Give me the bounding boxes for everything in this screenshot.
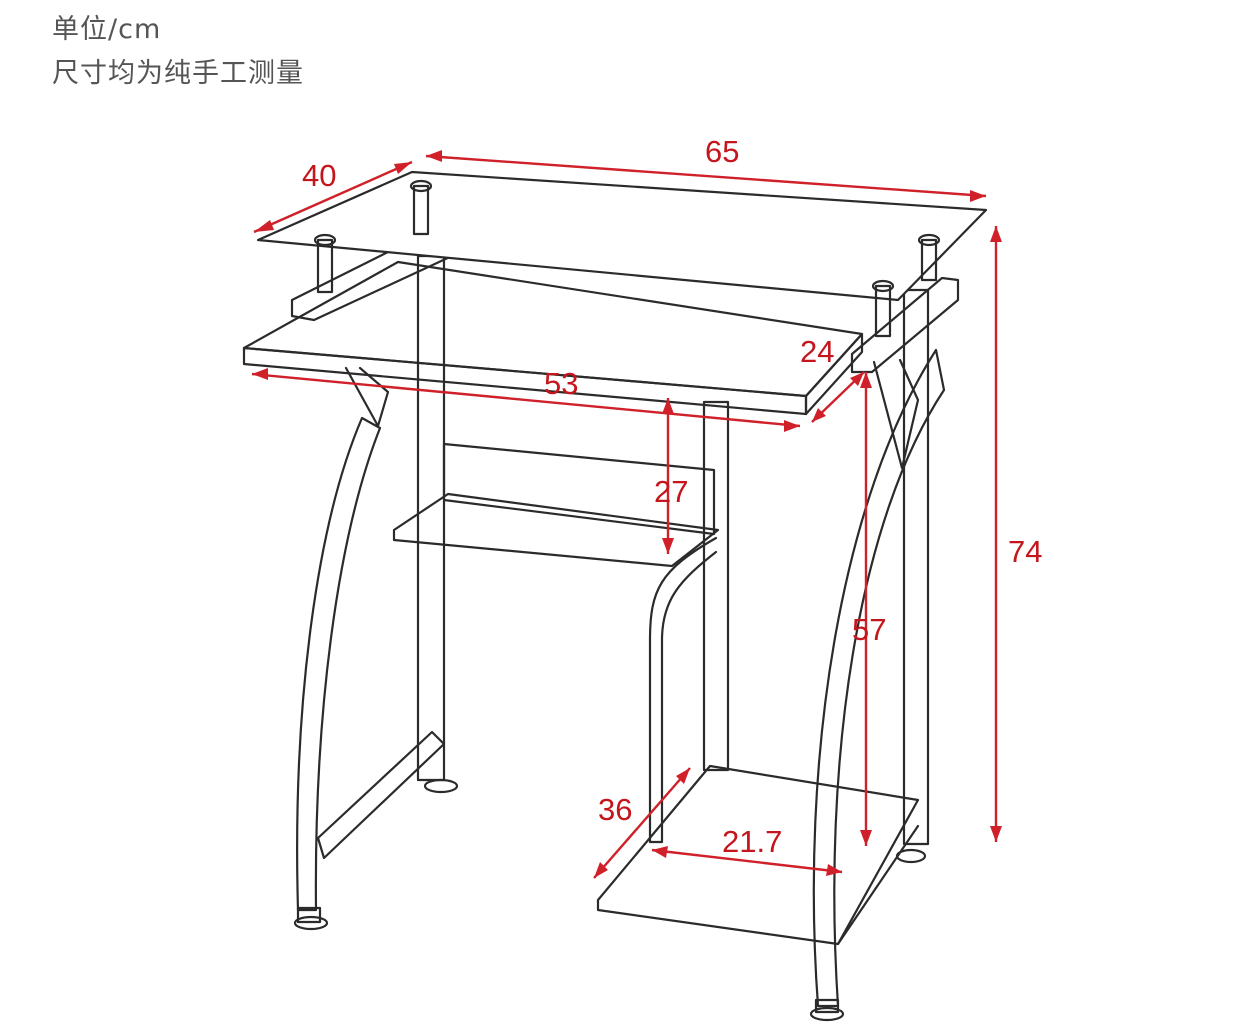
middle-post <box>702 400 730 772</box>
dim-height-total: 74 <box>1008 534 1042 569</box>
left-leg <box>296 416 382 912</box>
right-rear-leg <box>902 288 930 846</box>
keyboard-tray-edge <box>804 332 864 416</box>
cpu-support <box>648 536 718 844</box>
dim-keyboard-width: 53 <box>544 366 578 401</box>
dim-top-width: 65 <box>705 134 739 169</box>
dim-keyboard-depth: 24 <box>800 334 834 369</box>
dimension-lines <box>251 150 1002 879</box>
unit-label: 单位/cm <box>52 14 162 45</box>
bolts <box>313 179 941 338</box>
left-x-brace <box>344 366 390 428</box>
right-foot <box>814 998 840 1014</box>
right-x-brace <box>872 358 920 470</box>
left-post <box>416 254 446 782</box>
left-post-foot <box>423 778 459 794</box>
measurement-note: 尺寸均为纯手工测量 <box>52 58 304 89</box>
right-leg <box>812 348 946 1008</box>
desk-drawing <box>242 170 988 1022</box>
dimension-labels: 40 65 74 53 24 27 57 36 21.7 <box>302 134 1042 859</box>
dim-lower-height: 57 <box>852 612 886 647</box>
right-top-rail <box>850 276 960 374</box>
right-foot-pad <box>809 1006 845 1022</box>
dim-base-depth: 36 <box>598 792 632 827</box>
left-brace <box>316 730 446 860</box>
glass-top <box>256 170 988 302</box>
upper-shelf <box>392 492 720 568</box>
left-foot-pad <box>293 915 329 931</box>
header: 单位/cm 尺寸均为纯手工测量 <box>52 8 304 96</box>
cpu-base <box>596 764 920 946</box>
left-foot <box>296 906 322 924</box>
dim-shelf-gap: 27 <box>654 474 688 509</box>
cpu-base-rail <box>836 824 920 946</box>
dim-base-width: 21.7 <box>722 824 782 859</box>
dim-top-depth: 40 <box>302 158 336 193</box>
